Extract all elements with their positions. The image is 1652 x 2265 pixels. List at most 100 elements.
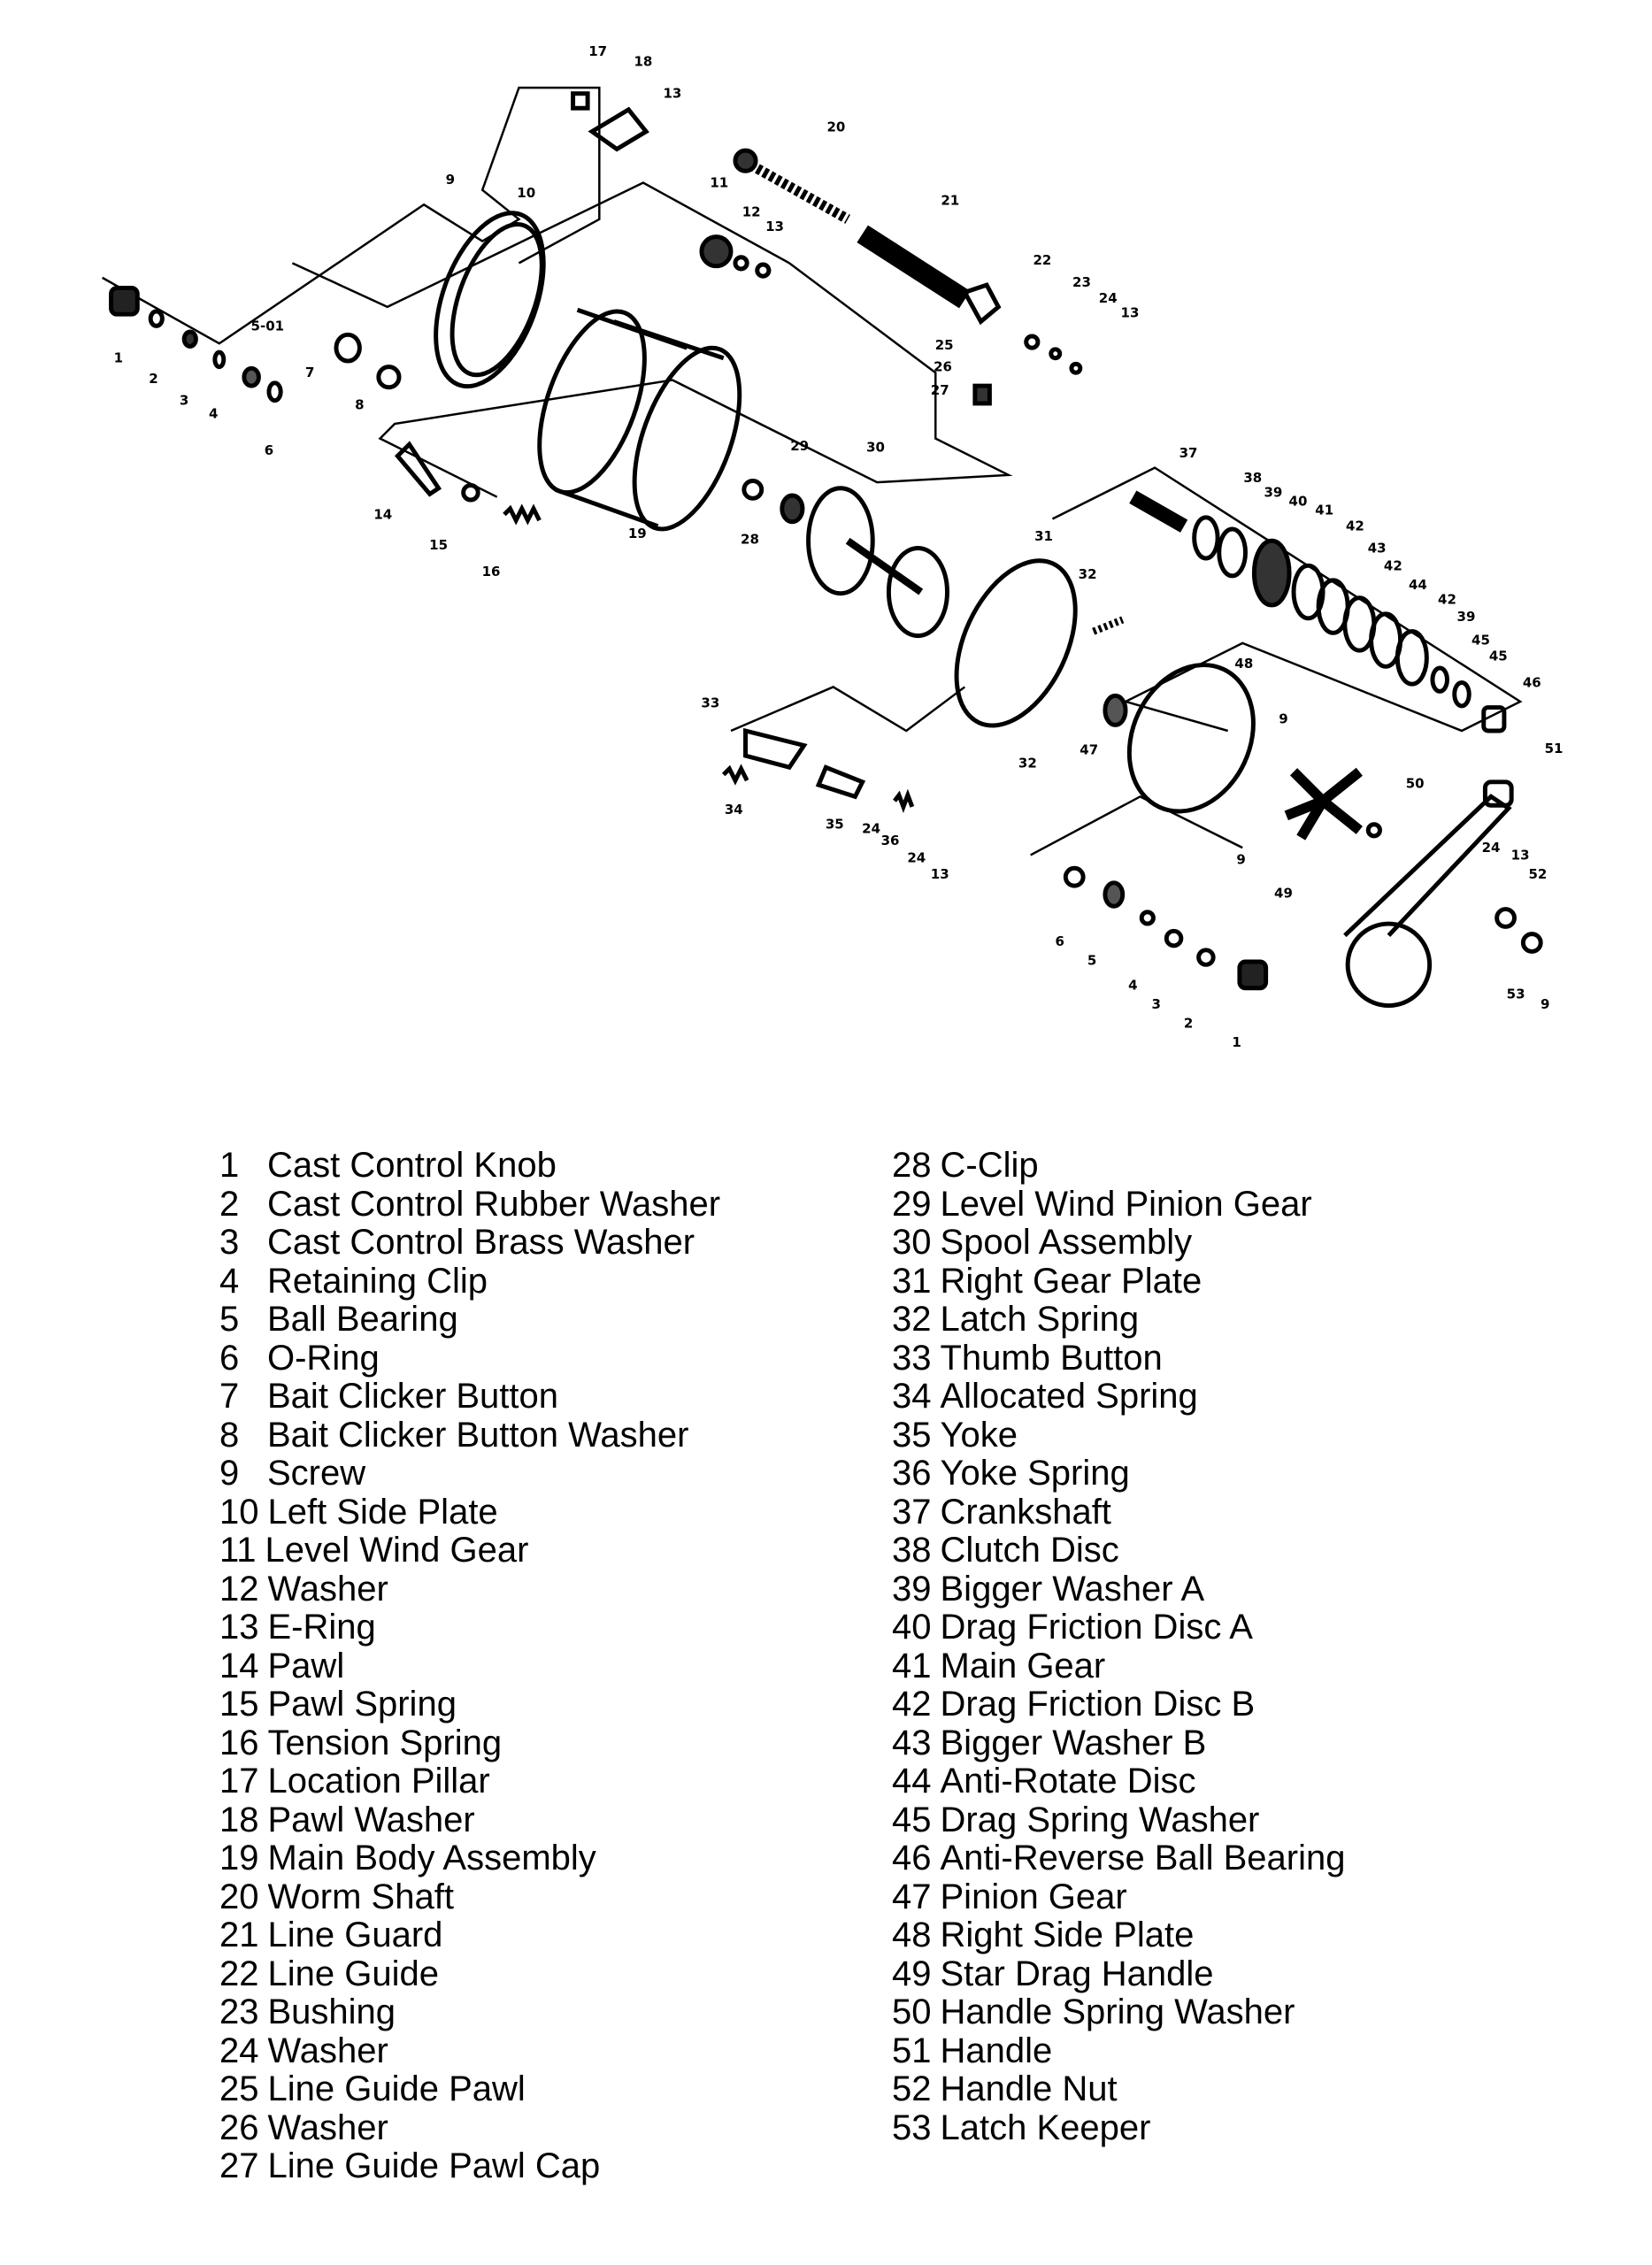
callout-label: 41	[1315, 503, 1333, 518]
part-name: Drag Friction Disc A	[940, 1608, 1253, 1647]
callout-label: 20	[827, 119, 846, 135]
part-number: 8	[219, 1415, 240, 1455]
part-number: 48	[892, 1916, 932, 1954]
part-number: 27	[219, 2146, 259, 2185]
part-number: 7	[219, 1377, 240, 1416]
part-number: 22	[219, 1954, 259, 1993]
main-body-frame-right	[632, 345, 742, 532]
part-name: Handle Spring Washer	[940, 1992, 1295, 2031]
callout-label: 27	[931, 382, 949, 398]
callout-label: 33	[701, 695, 719, 711]
callout-label: 29	[790, 438, 809, 454]
part-number: 47	[892, 1877, 932, 1916]
part-name: E-Ring	[267, 1608, 376, 1647]
part-name: O-Ring	[267, 1338, 380, 1378]
part-name: Anti-Reverse Ball Bearing	[940, 1839, 1346, 1877]
part-name: Level Wind Gear	[265, 1531, 529, 1570]
part-number: 25	[219, 2069, 259, 2108]
bearing-part	[242, 365, 261, 388]
part-name: Pawl Washer	[267, 1800, 475, 1839]
callout-label: 1	[114, 350, 123, 366]
callout-label: 24	[907, 850, 926, 866]
callout-label: 2	[1184, 1015, 1193, 1031]
part-number: 34	[892, 1377, 932, 1416]
line-guide-part	[961, 282, 1002, 326]
callout-label: 45	[1489, 649, 1508, 664]
part-name: Allocated Spring	[940, 1377, 1198, 1416]
right-side-plate-part	[1126, 663, 1256, 814]
part-number: 24	[219, 2031, 259, 2070]
part-name: Worm Shaft	[267, 1877, 454, 1916]
callout-label: 53	[1507, 986, 1525, 1002]
line-guard-part	[857, 225, 971, 309]
location-pillar-part	[571, 91, 590, 111]
callout-label: 4	[209, 405, 218, 421]
callout-label: 11	[710, 174, 728, 190]
clip-part	[212, 349, 227, 370]
part-name: Line Guide Pawl	[267, 2069, 526, 2108]
part-name: Crankshaft	[940, 1492, 1111, 1532]
part-name: Ball Bearing	[267, 1300, 458, 1339]
callout-label: 52	[1528, 866, 1547, 882]
part-number: 31	[892, 1261, 932, 1301]
callout-label: 21	[941, 192, 959, 208]
callout-label: 3	[180, 393, 188, 409]
callout-label: 13	[765, 219, 784, 234]
level-wind-pinion-part	[780, 493, 805, 525]
callout-label: 42	[1438, 591, 1456, 607]
part-number: 40	[892, 1608, 932, 1647]
callout-label: 13	[931, 866, 949, 882]
callout-label: 13	[1511, 847, 1530, 863]
callout-label: 5-01	[251, 318, 285, 334]
callout-label: 9	[1541, 996, 1549, 1012]
callout-label: 38	[1243, 470, 1262, 486]
part-number: 37	[892, 1492, 932, 1532]
callout-label: 6	[1055, 933, 1064, 949]
part-number: 50	[892, 1992, 932, 2031]
callout-label: 10	[517, 185, 535, 201]
part-name: Tension Spring	[267, 1723, 503, 1762]
part-name: Cast Control Rubber Washer	[267, 1184, 721, 1224]
part-number: 19	[219, 1839, 259, 1877]
pinion-gear-part	[1103, 693, 1128, 727]
tension-spring-part	[503, 503, 542, 526]
left-side-plate-rim	[449, 222, 544, 378]
callout-label: 42	[1346, 518, 1364, 534]
right-gear-plate-part	[954, 558, 1078, 728]
part-name: Spool Assembly	[940, 1223, 1193, 1262]
part-name: Right Gear Plate	[940, 1261, 1203, 1301]
callout-label: 15	[429, 537, 448, 553]
callout-label: 6	[265, 442, 273, 458]
part-number: 43	[892, 1723, 932, 1762]
part-name: Star Drag Handle	[940, 1954, 1214, 1993]
callout-label: 36	[881, 833, 900, 848]
part-name: Right Side Plate	[940, 1916, 1195, 1954]
part-number: 29	[892, 1184, 932, 1224]
part-number: 23	[219, 1992, 259, 2031]
callout-label: 46	[1523, 674, 1541, 690]
